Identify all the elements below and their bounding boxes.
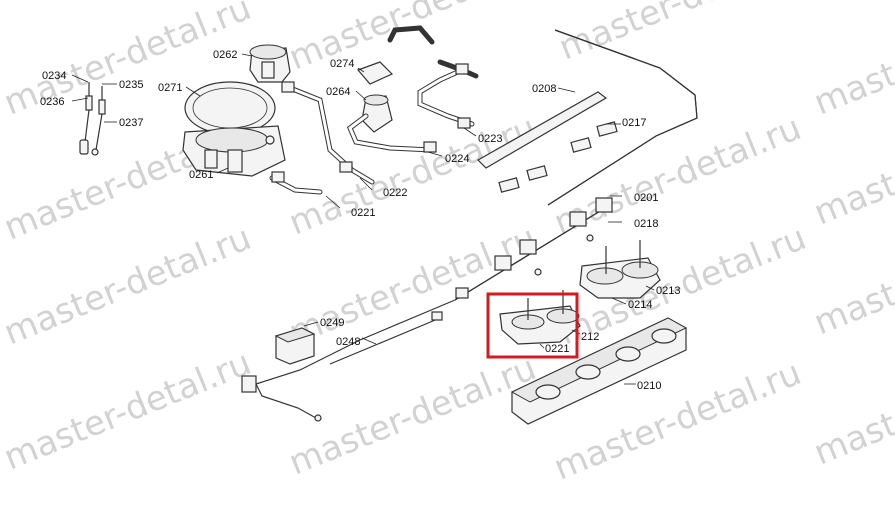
label-0261: 0261	[189, 169, 213, 181]
label-0201: 0201	[634, 192, 658, 204]
wiring-harness-0248	[241, 299, 456, 422]
label-0274: 0274	[330, 58, 354, 70]
base-0210	[510, 317, 688, 425]
label-0224: 0224	[445, 153, 469, 165]
label-0217: 0217	[622, 117, 646, 129]
watermark: master-detal.ru	[553, 0, 811, 68]
highlight-box	[486, 292, 579, 359]
part-labels: 0234 0235 0236 0237 0262 0271 0261 0274 …	[40, 49, 680, 392]
ignition-module	[274, 321, 319, 365]
watermark: master-detal.ru	[283, 108, 541, 243]
thermocouple-group	[71, 74, 117, 156]
label-0249: 0249	[320, 317, 344, 329]
gas-tube-0221	[269, 81, 375, 209]
label-0208: 0208	[532, 83, 556, 95]
watermark: master-detal.ru	[808, 0, 895, 123]
watermark: master-detal.ru	[283, 218, 541, 353]
gas-tap-0213	[579, 240, 661, 305]
label-0223: 0223	[478, 133, 502, 145]
burner-assembly-2	[346, 25, 479, 157]
label-0213: 0213	[656, 285, 680, 297]
label-0262: 0262	[213, 49, 237, 61]
label-0214: 0214	[628, 299, 652, 311]
label-0264: 0264	[326, 86, 350, 98]
watermark: master-detal.ru	[0, 218, 257, 353]
label-0221: 0221	[351, 207, 375, 219]
label-0237: 0237	[119, 117, 143, 129]
label-0271: 0271	[158, 82, 182, 94]
label-0221-highlight: 0221	[545, 343, 569, 355]
watermark: master-detal.ru	[283, 0, 541, 78]
label-212: 212	[581, 331, 599, 343]
watermark-layer: master-detal.ru master-detal.ru master-d…	[0, 0, 895, 488]
label-0248: 0248	[336, 336, 360, 348]
watermark: master-detal.ru	[0, 343, 257, 478]
label-0218: 0218	[634, 218, 658, 230]
label-0235: 0235	[119, 79, 143, 91]
label-0234: 0234	[42, 70, 66, 82]
watermark: master-detal.ru	[548, 108, 806, 243]
gas-tap-highlighted	[499, 290, 581, 349]
frame-rail	[477, 29, 698, 206]
label-0210: 0210	[637, 380, 661, 392]
label-0222: 0222	[383, 187, 407, 199]
watermark: master-detal.ru	[808, 338, 895, 473]
gas-rail-0201	[454, 195, 622, 301]
watermark: master-detal.ru	[283, 348, 541, 483]
burner-assembly	[182, 44, 291, 177]
label-0236: 0236	[40, 96, 64, 108]
